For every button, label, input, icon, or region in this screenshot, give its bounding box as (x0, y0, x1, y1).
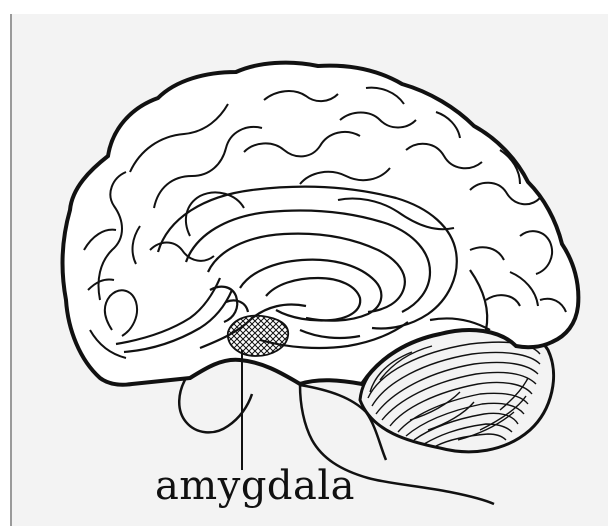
amygdala-region (228, 316, 288, 356)
amygdala-label: amygdala (150, 462, 360, 510)
